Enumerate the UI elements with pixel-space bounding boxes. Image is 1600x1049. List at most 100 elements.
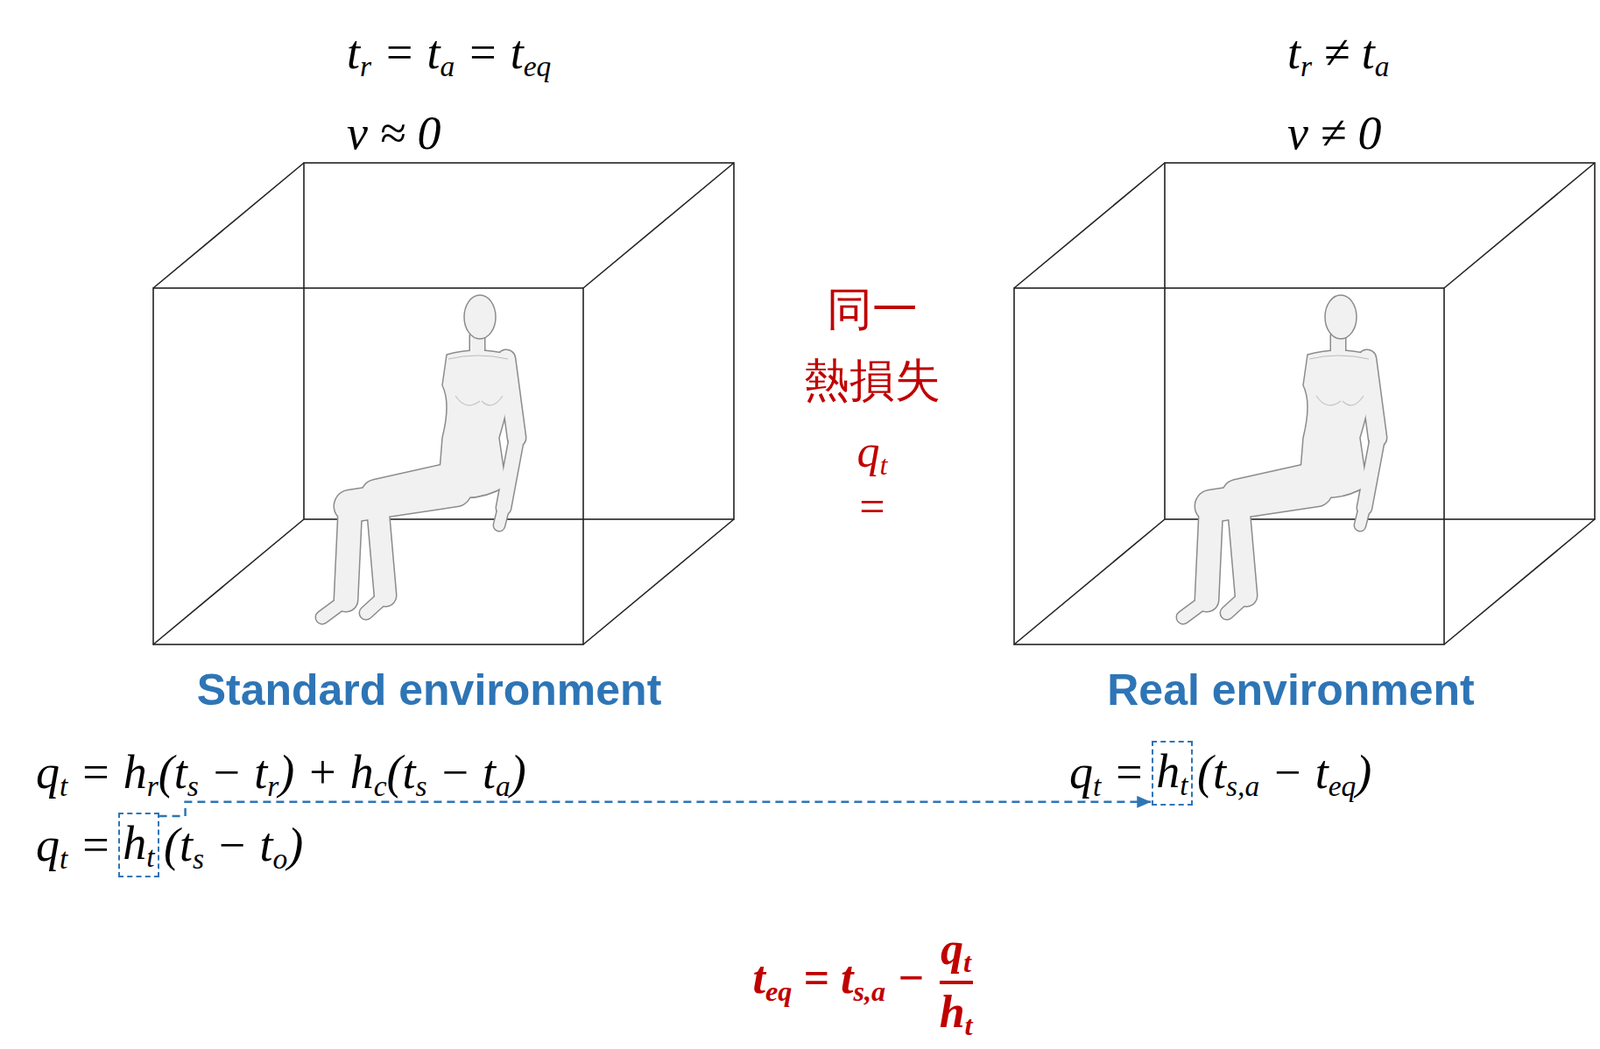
cube-edge [153, 519, 304, 645]
cube-edge [1444, 519, 1595, 645]
subscript: c [373, 769, 388, 803]
limb-outline [503, 437, 517, 508]
label-text: ≠ t [1311, 26, 1375, 79]
limb [1206, 506, 1212, 600]
label-text: t [752, 952, 765, 1003]
label-text: Real environment [1106, 665, 1475, 715]
label-text: ) [510, 746, 527, 799]
label-text: − t [427, 746, 496, 799]
subscript: t [146, 840, 155, 874]
subscript: t [965, 1009, 973, 1042]
limb [1364, 437, 1378, 508]
label-text: = h [67, 746, 147, 799]
label-text: (t [158, 746, 188, 799]
limb [322, 599, 346, 618]
highlight-box: ht [1151, 740, 1192, 806]
label-text: ) [287, 818, 304, 872]
limb [1360, 507, 1365, 526]
limb [1183, 599, 1207, 618]
symbol-text: h [1155, 745, 1180, 798]
box-slot [123, 859, 164, 861]
label-text: = t [791, 952, 853, 1003]
limb-outline [1206, 506, 1212, 600]
limb [345, 506, 351, 600]
subscript: eq [1328, 769, 1357, 803]
limb-outline [345, 506, 351, 600]
fraction: qtht [939, 923, 973, 1043]
cube-front-face [1014, 288, 1445, 645]
limb-outline [1360, 507, 1365, 526]
chest-line [455, 395, 503, 406]
subscript: t [59, 842, 68, 875]
label-text: t [346, 26, 360, 79]
subscript: s,a [852, 975, 886, 1008]
text-line: v ≈ 0 [346, 105, 442, 163]
limb-outline [506, 359, 517, 438]
shoulder-line [1309, 355, 1369, 360]
limb-outline [1226, 595, 1247, 614]
chest-line [1316, 395, 1364, 406]
subscript: s [187, 769, 199, 803]
label-text: = [1100, 746, 1156, 799]
subscript: t [963, 946, 972, 979]
label-text: v ≠ 0 [1287, 106, 1382, 160]
text-line: 同一 [826, 281, 918, 337]
text-line: qt = hr(ts − tr) + hc(ts − ta) [35, 744, 527, 805]
limb-outline [1367, 359, 1378, 438]
limb-outline [1364, 437, 1378, 508]
label-text: Standard environment [197, 665, 663, 715]
label-text: − t [198, 746, 268, 799]
subscript: r [1300, 49, 1312, 83]
label-text: (t [1197, 746, 1227, 799]
text-line: tr ≠ ta [1287, 24, 1389, 85]
subscript: a [495, 769, 511, 803]
limb [503, 437, 517, 508]
subscript: eq [523, 49, 552, 83]
label-text: (t [387, 746, 416, 799]
subscript: t [1092, 769, 1101, 803]
limb-outline [350, 490, 456, 507]
cube-front-face [153, 288, 584, 645]
text-line: v ≠ 0 [1287, 105, 1382, 163]
cube-edge [583, 162, 734, 289]
text-line: = [859, 479, 885, 535]
subscript: s [192, 842, 205, 875]
subscript: a [440, 49, 456, 83]
subscript: r [267, 769, 279, 803]
subscript: t [59, 769, 68, 803]
limb [1367, 359, 1378, 438]
symbol-text: h [122, 817, 147, 870]
limb-outline [322, 599, 346, 618]
label-text: = t [371, 26, 440, 79]
head [1325, 295, 1357, 339]
label-text: h [939, 986, 966, 1037]
label-text: 同一 [826, 282, 918, 336]
limb [366, 595, 386, 614]
cube-edge [153, 162, 304, 289]
subscript: s,a [1226, 769, 1260, 803]
text-line: Real environment [1106, 663, 1475, 717]
text-line: qt = (ts − to) [35, 817, 304, 878]
text-line: qt [857, 424, 889, 483]
highlight-box: ht [118, 812, 159, 878]
cube-edge [1444, 162, 1595, 289]
cube-back-face [1164, 162, 1595, 520]
limb [350, 490, 456, 507]
box-slot [1156, 787, 1198, 789]
text-line: teq = ts,a − qtht [752, 923, 973, 1043]
dashed-arrow [159, 802, 1152, 817]
label-text: q [35, 818, 60, 872]
label-text: = t [454, 26, 523, 79]
label-text: t [1287, 26, 1301, 79]
label-text: q [940, 923, 964, 974]
subscript: eq [765, 975, 792, 1008]
label-text: = [859, 481, 885, 532]
label-text: q [1069, 746, 1093, 799]
limb [1226, 595, 1247, 614]
text-line: qt = (ts,a − teq) [1069, 744, 1372, 805]
text-line: tr = ta = teq [346, 24, 551, 85]
room-cube [1014, 162, 1595, 645]
label-text: 熱損失 [803, 353, 941, 407]
head [464, 295, 496, 339]
